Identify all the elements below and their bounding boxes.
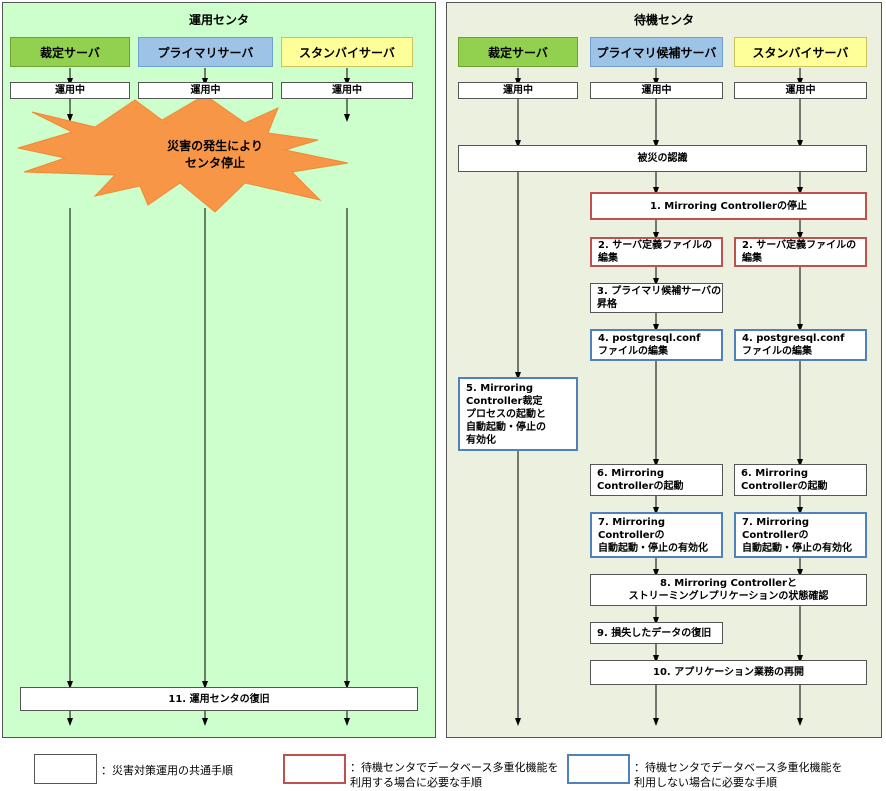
step-4-edit-postgresql-primary: 4. postgresql.conf ファイルの編集	[590, 329, 723, 361]
standby-center-panel: 待機センタ	[446, 2, 882, 738]
step-5-start-arbiter: 5. Mirroring Controller裁定 プロセスの起動と 自動起動・…	[458, 377, 578, 451]
left-arbiter-server: 裁定サーバ	[10, 37, 130, 67]
left-primary-status: 運用中	[138, 82, 273, 99]
right-standby-server: スタンバイサーバ	[734, 37, 867, 67]
legend-red-text: ：待機センタでデータベース多重化機能を 利用する場合に必要な手順	[350, 761, 559, 789]
step-9-recover-data: 9. 損失したデータの復旧	[590, 622, 723, 644]
left-arbiter-status: 運用中	[10, 82, 130, 99]
step-10-resume-apps: 10. アプリケーション業務の再開	[590, 660, 867, 685]
legend-common-swatch	[34, 754, 97, 784]
step-1-stop-mirroring: 1. Mirroring Controllerの停止	[590, 192, 867, 220]
disaster-label: 災害の発生により センタ停止	[167, 139, 263, 170]
step-6-start-mirroring-standby: 6. Mirroring Controllerの起動	[734, 464, 867, 496]
right-arbiter-server: 裁定サーバ	[458, 37, 578, 67]
operation-center-title: 運用センタ	[188, 13, 249, 27]
step-7-enable-auto-standby: 7. Mirroring Controllerの 自動起動・停止の有効化	[734, 512, 867, 558]
right-primary-candidate-server: プライマリ候補サーバ	[590, 37, 723, 67]
step-2-edit-server-def-primary: 2. サーバ定義ファイルの 編集	[590, 237, 723, 267]
step-7-enable-auto-primary: 7. Mirroring Controllerの 自動起動・停止の有効化	[590, 512, 723, 558]
step-6-start-mirroring-primary: 6. Mirroring Controllerの起動	[590, 464, 723, 496]
step-recognize-disaster: 被災の認識	[458, 145, 867, 172]
right-standby-status: 運用中	[734, 82, 867, 99]
step-3-promote-primary: 3. プライマリ候補サーバの 昇格	[590, 283, 723, 313]
step-8-check-status: 8. Mirroring Controllerと ストリーミングレプリケーション…	[590, 574, 867, 606]
step-11-recover: 11. 運用センタの復旧	[20, 687, 418, 711]
right-arbiter-status: 運用中	[458, 82, 578, 99]
right-primary-status: 運用中	[590, 82, 723, 99]
left-standby-server: スタンバイサーバ	[281, 37, 413, 67]
legend-blue-text: ：待機センタでデータベース多重化機能を 利用しない場合に必要な手順	[634, 761, 843, 789]
step-2-edit-server-def-standby: 2. サーバ定義ファイルの 編集	[734, 237, 867, 267]
left-standby-status: 運用中	[281, 82, 413, 99]
step-4-edit-postgresql-standby: 4. postgresql.conf ファイルの編集	[734, 329, 867, 361]
standby-center-title: 待機センタ	[633, 13, 694, 27]
legend-blue-swatch	[567, 754, 630, 784]
left-primary-server: プライマリサーバ	[138, 37, 273, 67]
legend-red-swatch	[283, 754, 346, 784]
legend-common-text: ：災害対策運用の共通手順	[101, 764, 233, 777]
